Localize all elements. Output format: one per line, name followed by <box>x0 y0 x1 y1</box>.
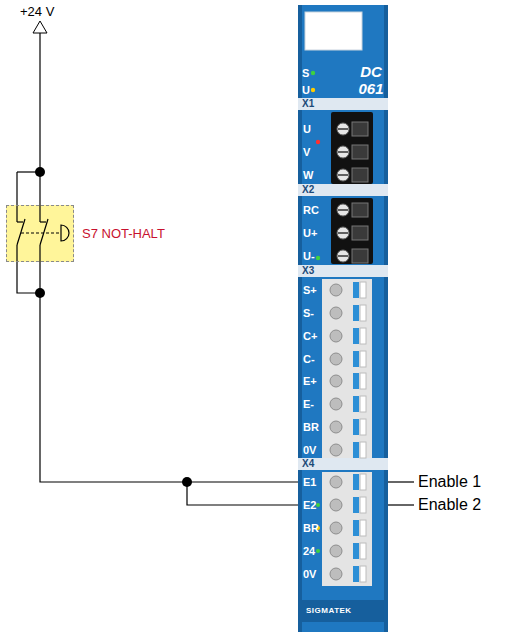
terminal-part <box>330 375 342 387</box>
pin-name: 24 <box>303 544 315 558</box>
terminal-part <box>338 128 348 130</box>
terminal-part <box>353 419 359 435</box>
terminal-part <box>337 123 349 135</box>
junction-dot <box>35 167 45 177</box>
terminal-part <box>360 520 366 536</box>
terminal-part <box>338 151 348 153</box>
terminal-part <box>330 353 342 365</box>
terminal-part <box>337 169 349 181</box>
terminal-part <box>338 209 348 211</box>
terminal-part <box>353 520 359 536</box>
terminal-part <box>360 474 366 490</box>
supply-wires <box>17 33 414 505</box>
pin-name: W <box>303 168 313 182</box>
led-label: U <box>302 83 310 97</box>
terminal-part <box>360 497 366 513</box>
terminal-part <box>330 307 342 319</box>
pin-name: S+ <box>303 283 317 297</box>
terminal-part <box>353 543 359 559</box>
module-body <box>298 5 388 632</box>
terminal-part <box>352 249 368 263</box>
terminal-part <box>353 396 359 412</box>
terminal-part <box>353 282 359 298</box>
led-label: S <box>302 66 309 80</box>
connector-name: X1 <box>302 98 314 110</box>
terminal-part <box>360 373 366 389</box>
terminal-part <box>330 398 342 410</box>
connector-name: X3 <box>302 265 314 277</box>
terminal-part <box>360 442 366 458</box>
terminal-part <box>360 328 366 344</box>
terminal-part <box>353 328 359 344</box>
terminal-part <box>360 419 366 435</box>
terminal-part <box>360 351 366 367</box>
terminal-part <box>330 568 342 580</box>
pin-name: 0V <box>303 443 316 457</box>
terminal-part <box>352 203 368 217</box>
pin-name: U+ <box>303 226 317 240</box>
pin-name: S- <box>303 306 314 320</box>
pin-name: U- <box>303 249 315 263</box>
terminal-part <box>360 396 366 412</box>
signal-name: Enable 1 <box>418 473 481 491</box>
terminal-part <box>330 444 342 456</box>
terminal-part <box>353 373 359 389</box>
pin-name: E2 <box>303 498 316 512</box>
terminal-part <box>338 255 348 257</box>
emergency-stop-switch: S7 NOT-HALT <box>6 205 74 262</box>
pin-name: E+ <box>303 374 317 388</box>
supply-symbol <box>33 21 47 33</box>
signal-name: Enable 2 <box>418 496 481 514</box>
terminal-part <box>353 497 359 513</box>
terminal-part <box>353 305 359 321</box>
terminal-part <box>330 284 342 296</box>
terminal-part <box>330 522 342 534</box>
pin-name: C+ <box>303 329 317 343</box>
terminal-part <box>330 330 342 342</box>
terminal-part <box>330 476 342 488</box>
pin-name: U <box>303 122 311 136</box>
terminal-part <box>353 442 359 458</box>
pin-name: BR <box>303 521 319 535</box>
terminal-part <box>338 174 348 176</box>
switch-label: S7 NOT-HALT <box>82 226 165 241</box>
brand-name: SIGMATEK <box>306 604 352 618</box>
terminal-part <box>330 499 342 511</box>
terminal-row <box>330 122 368 582</box>
pin-name: 0V <box>303 567 316 581</box>
terminal-part <box>360 566 366 582</box>
terminal-part <box>330 545 342 557</box>
terminal-part <box>337 146 349 158</box>
terminal-part <box>352 122 368 136</box>
connector-name: X4 <box>302 458 314 470</box>
terminal-part <box>337 227 349 239</box>
terminal-part <box>353 351 359 367</box>
terminal-part <box>352 168 368 182</box>
module-title: DC 061 <box>356 63 386 97</box>
pin-name: RC <box>303 203 319 217</box>
terminal-part <box>330 421 342 433</box>
voltage-label: +24 V <box>20 4 54 19</box>
pin-name: E- <box>303 397 314 411</box>
terminal-part <box>352 145 368 159</box>
pin-name: C- <box>303 352 315 366</box>
terminal-part <box>353 566 359 582</box>
terminal-part <box>360 543 366 559</box>
pin-name: V <box>303 145 310 159</box>
terminal-part <box>360 305 366 321</box>
terminal-part <box>338 232 348 234</box>
pin-name: BR <box>303 420 319 434</box>
terminal-part <box>353 474 359 490</box>
wire <box>40 262 298 482</box>
terminal-part <box>352 226 368 240</box>
connector-name: X2 <box>302 184 314 196</box>
pin-name: E1 <box>303 475 316 489</box>
terminal-part <box>337 204 349 216</box>
terminal-part <box>337 250 349 262</box>
terminal-part <box>360 282 366 298</box>
